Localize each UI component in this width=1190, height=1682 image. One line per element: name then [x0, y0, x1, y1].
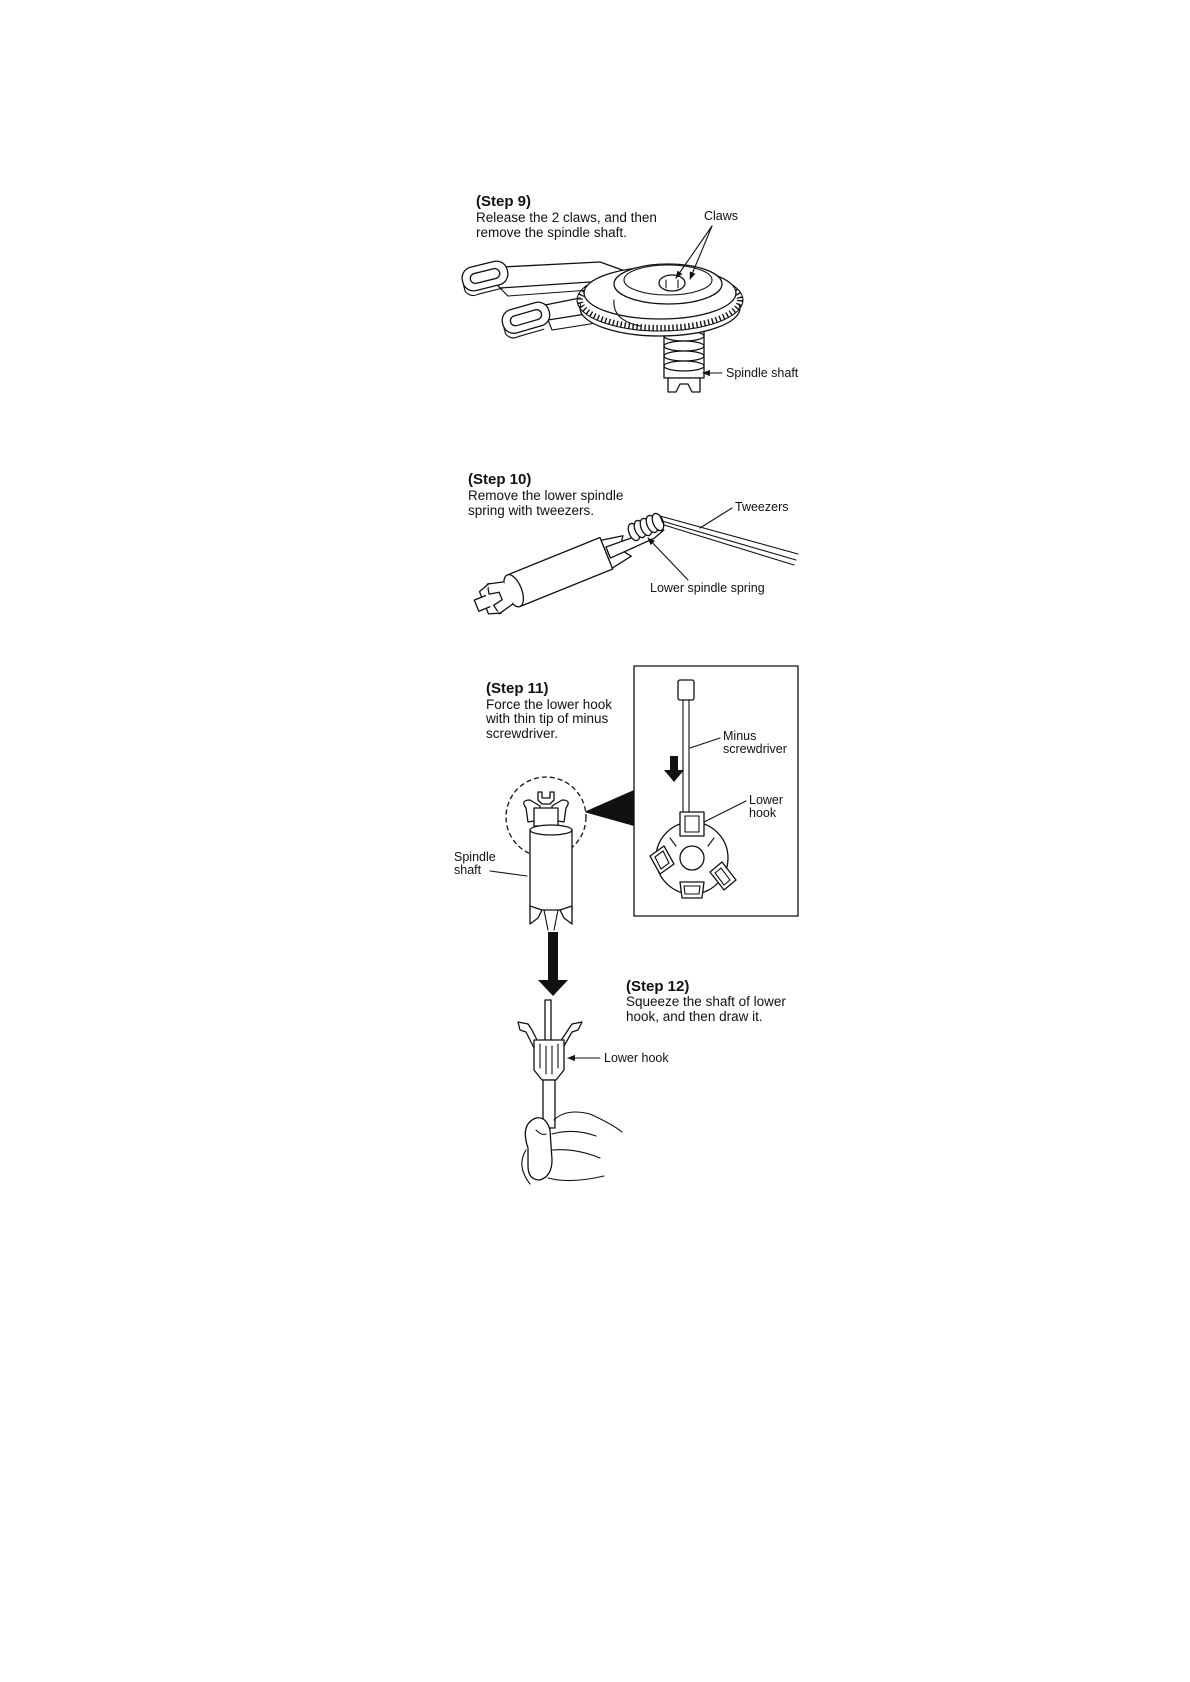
lower-hook-top-view — [649, 811, 737, 899]
gear — [576, 263, 744, 337]
down-arrow-icon — [664, 756, 684, 782]
spindle-shaft-label-1: Spindle — [454, 850, 496, 864]
lower-spindle-spring — [627, 512, 665, 542]
spindle-shaft-leader — [489, 870, 528, 877]
step-10-line-1: Remove the lower spindle — [468, 488, 623, 503]
lower-hook-leader — [703, 800, 747, 823]
detail-illustration: Minus screwdriver Lower hook — [649, 679, 787, 899]
step-10-line-2: spring with tweezers. — [468, 503, 594, 518]
tweezers — [659, 515, 799, 566]
step-12: (Step 12) Squeeze the shaft of lower hoo… — [517, 978, 786, 1185]
lower-hook-label: Lower hook — [604, 1051, 669, 1065]
step-11-line-3: screwdriver. — [486, 726, 558, 741]
step-10-title: (Step 10) — [468, 471, 531, 488]
big-down-arrow-icon — [538, 932, 568, 996]
step-12-line-2: hook, and then draw it. — [626, 1009, 763, 1024]
turntable-illustration: Claws Spindle shaft — [461, 209, 799, 393]
tweezers-label: Tweezers — [735, 500, 789, 514]
step-9-title: (Step 9) — [476, 193, 531, 210]
spindle-shaft-label: Spindle shaft — [726, 366, 799, 380]
minus-screwdriver-label-1: Minus — [723, 729, 756, 743]
lower-hook-label-1: Lower — [749, 793, 783, 807]
step-11: (Step 11) Force the lower hook with thin… — [454, 665, 799, 996]
step-11-line-2: with thin tip of minus — [485, 711, 609, 726]
step-11-title: (Step 11) — [486, 680, 549, 697]
lower-spindle-spring-leader — [647, 537, 689, 581]
minus-screwdriver-leader — [689, 737, 721, 749]
lower-slot-tab — [501, 301, 551, 339]
spindle-shaft-label-2: shaft — [454, 863, 482, 877]
spindle-shaft-side-view: Spindle shaft — [454, 776, 587, 931]
claws-leader-1 — [675, 225, 713, 279]
screwdriver-handle — [677, 679, 695, 701]
claws-label: Claws — [704, 209, 738, 223]
step-9-line-2: remove the spindle shaft. — [476, 225, 627, 240]
step-10: (Step 10) Remove the lower spindle sprin… — [468, 471, 799, 615]
lower-spindle-spring-label: Lower spindle spring — [650, 581, 765, 595]
hand-illustration — [521, 1111, 623, 1185]
lower-hook-illustration: Lower hook — [517, 999, 669, 1129]
step-12-title: (Step 12) — [626, 978, 689, 995]
spindle-stack — [663, 329, 705, 393]
tweezers-leader — [699, 507, 733, 529]
step-12-line-1: Squeeze the shaft of lower — [626, 994, 786, 1009]
upper-slot-tab — [461, 260, 509, 297]
spindle-shaft-cylinder — [473, 529, 665, 615]
claws-leader-2 — [689, 225, 713, 280]
step-9-line-1: Release the 2 claws, and then — [476, 210, 657, 225]
step-11-line-1: Force the lower hook — [486, 697, 612, 712]
lower-hook-label-2: hook — [749, 806, 777, 820]
minus-screwdriver-label-2: screwdriver — [723, 742, 787, 756]
step-9: (Step 9) Release the 2 claws, and then r… — [461, 193, 799, 393]
detail-connector — [584, 790, 634, 826]
spring-removal-illustration: Tweezers Lower spindle spring — [473, 500, 799, 615]
